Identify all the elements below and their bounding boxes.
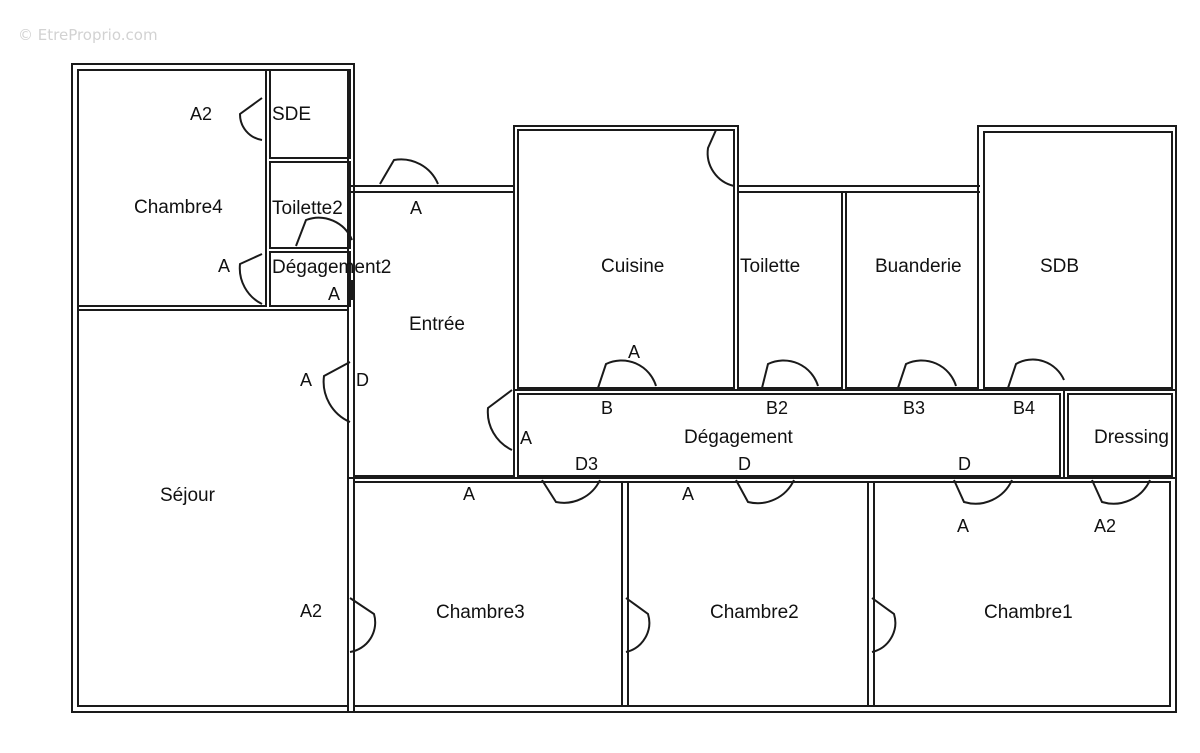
room-toilette: Toilette	[740, 256, 800, 277]
walls	[71, 63, 1177, 713]
door-dressing	[1091, 479, 1151, 505]
room-sejour: Séjour	[160, 485, 216, 506]
room-sde: SDE	[272, 104, 311, 125]
door-label: A	[410, 198, 422, 218]
wall-toilette2	[269, 161, 351, 249]
door-label: B4	[1013, 398, 1035, 418]
door-label: B2	[766, 398, 788, 418]
door-label: A	[682, 484, 694, 504]
room-entree: Entrée	[409, 314, 465, 335]
door-chambre4-top	[238, 97, 263, 141]
room-degagement2: Dégagement2	[272, 257, 391, 278]
room-cuisine: Cuisine	[601, 256, 664, 277]
door-chambre4-bottom	[238, 253, 263, 305]
door-toilette2	[295, 216, 353, 247]
door-label: A	[520, 428, 532, 448]
door-label: A	[328, 284, 340, 304]
door-label: D3	[575, 454, 598, 474]
room-sdb: SDB	[1040, 256, 1079, 277]
wall-toilette	[737, 191, 843, 389]
room-labels: Chambre4 SDE Toilette2 Dégagement2 Entré…	[134, 104, 1169, 623]
door-label: D	[738, 454, 751, 474]
watermark: © EtreProprio.com	[18, 26, 158, 44]
door-label: D	[958, 454, 971, 474]
door-chambre1	[953, 479, 1013, 505]
room-chambre3: Chambre3	[436, 602, 525, 623]
room-chambre2: Chambre2	[710, 602, 799, 623]
doors	[238, 97, 1151, 653]
wall-degagement2	[269, 251, 351, 307]
wall-sdb-inner	[983, 131, 1173, 389]
door-labels: A2 A A A A D A B B2 B3 B4 A D3 D D A A A…	[190, 104, 1116, 621]
door-label: A	[628, 342, 640, 362]
door-sdb	[1007, 358, 1065, 389]
door-entree-top	[379, 158, 439, 185]
room-chambre1: Chambre1	[984, 602, 1073, 623]
door-chambre1-left	[871, 597, 897, 653]
wall-sde	[269, 69, 351, 159]
door-label: D	[356, 370, 369, 390]
wall-cuisine-inner	[517, 129, 735, 389]
door-label: A2	[300, 601, 322, 621]
door-label: A	[300, 370, 312, 390]
door-label: A	[463, 484, 475, 504]
door-entree-right	[486, 389, 513, 451]
room-chambre4: Chambre4	[134, 197, 223, 218]
door-label: A	[218, 256, 230, 276]
door-label: A2	[190, 104, 212, 124]
door-chambre2-left	[625, 597, 651, 653]
door-cuisine	[706, 129, 735, 187]
door-label: A	[957, 516, 969, 536]
door-chambre2	[735, 479, 795, 505]
wall-chambre4	[77, 69, 267, 307]
door-label: A2	[1094, 516, 1116, 536]
room-degagement: Dégagement	[684, 427, 794, 448]
wall-buanderie	[845, 191, 979, 389]
wall-degagement-inner	[517, 393, 1061, 477]
door-toilette	[761, 359, 819, 389]
room-dressing: Dressing	[1094, 427, 1169, 448]
wall-bedrooms-inner	[353, 481, 1171, 707]
door-buanderie	[897, 359, 957, 389]
wall-bedrooms-outer	[347, 477, 1177, 713]
door-chambre3	[541, 479, 601, 504]
door-label: B	[601, 398, 613, 418]
door-label: B3	[903, 398, 925, 418]
door-sejour-lower	[349, 597, 377, 653]
wall-dressing-inner	[1067, 393, 1173, 477]
room-buanderie: Buanderie	[875, 256, 962, 277]
door-cuisine-bottom	[597, 359, 657, 389]
door-sejour-entree	[322, 361, 351, 423]
room-toilette2: Toilette2	[272, 198, 343, 219]
